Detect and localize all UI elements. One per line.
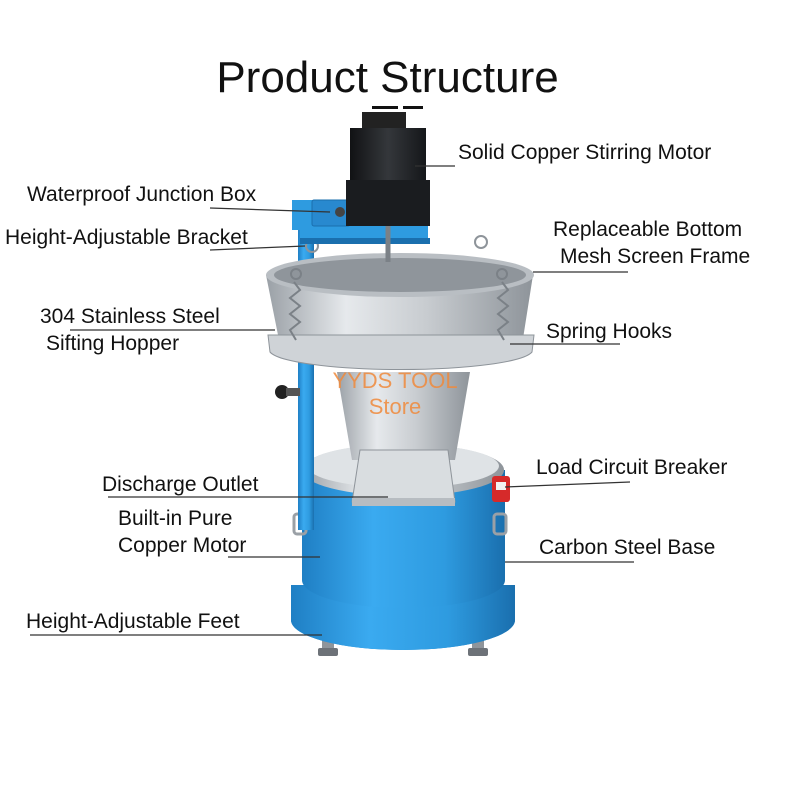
page-title: Product Structure: [216, 53, 559, 102]
label-adjustable-feet: Height-Adjustable Feet: [26, 610, 240, 633]
title-underline-mark: [372, 106, 398, 109]
label-mesh-screen-frame: Replaceable Bottom Mesh Screen Frame: [553, 216, 750, 270]
label-stirring-motor: Solid Copper Stirring Motor: [458, 141, 712, 164]
label-line: 304 Stainless Steel: [40, 305, 220, 328]
leader-line: [209, 245, 306, 251]
leader-line: [504, 481, 631, 488]
title-underline-mark: [403, 106, 423, 109]
hopper-funnel: [337, 372, 470, 460]
watermark-line: Store: [368, 394, 422, 419]
label-line: Sifting Hopper: [46, 332, 180, 355]
label-line: Built-in Pure: [118, 507, 233, 530]
label-junction-box: Waterproof Junction Box: [27, 183, 257, 206]
label-circuit-breaker: Load Circuit Breaker: [536, 456, 728, 479]
mesh-screen-frame-ring: [267, 334, 535, 371]
label-line: Copper Motor: [118, 534, 247, 557]
label-hopper: 304 Stainless Steel Sifting Hopper: [40, 303, 220, 357]
leader-line: [209, 207, 331, 213]
spring-hook: [496, 268, 510, 341]
spring-hook: [288, 268, 302, 341]
store-watermark: YYDS TOOL Store: [310, 368, 480, 420]
label-carbon-steel-base: Carbon Steel Base: [539, 536, 716, 559]
watermark-line: YYDS TOOL: [332, 368, 458, 393]
label-base-motor: Built-in Pure Copper Motor: [118, 505, 246, 559]
label-spring-hooks: Spring Hooks: [546, 320, 673, 343]
label-line: Replaceable Bottom: [553, 218, 743, 241]
stirring-motor-fins: [346, 180, 430, 226]
stirring-motor-cap: [362, 112, 406, 132]
label-line: Mesh Screen Frame: [560, 245, 751, 268]
base-handle: [492, 512, 508, 536]
label-bracket: Height-Adjustable Bracket: [5, 226, 248, 249]
label-discharge-outlet: Discharge Outlet: [102, 473, 259, 496]
